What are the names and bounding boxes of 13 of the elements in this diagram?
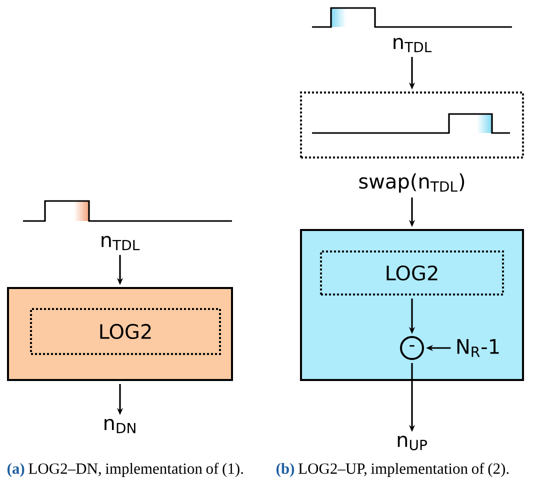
dotted-box — [300, 92, 524, 158]
signal-label: n$_{DN}$ — [104, 418, 136, 434]
signal-label: n$_{TDL}$ — [394, 38, 432, 52]
block-box — [7, 287, 233, 381]
signal-label: N$_{R}$-1 — [457, 339, 499, 357]
block-box — [300, 229, 524, 381]
signal-label: n$_{UP}$ — [398, 436, 427, 450]
dotted-box: LOG2 — [320, 250, 504, 296]
dotted-box: LOG2 — [30, 308, 221, 355]
signal-label: n$_{TDL}$ — [102, 236, 140, 250]
caption: (b) LOG2–UP, implementation of (2). — [276, 462, 509, 477]
caption: (a) LOG2–DN, implementation of (1). — [7, 462, 243, 477]
signal-label: swap(n$_{TDL}$) — [359, 173, 464, 193]
